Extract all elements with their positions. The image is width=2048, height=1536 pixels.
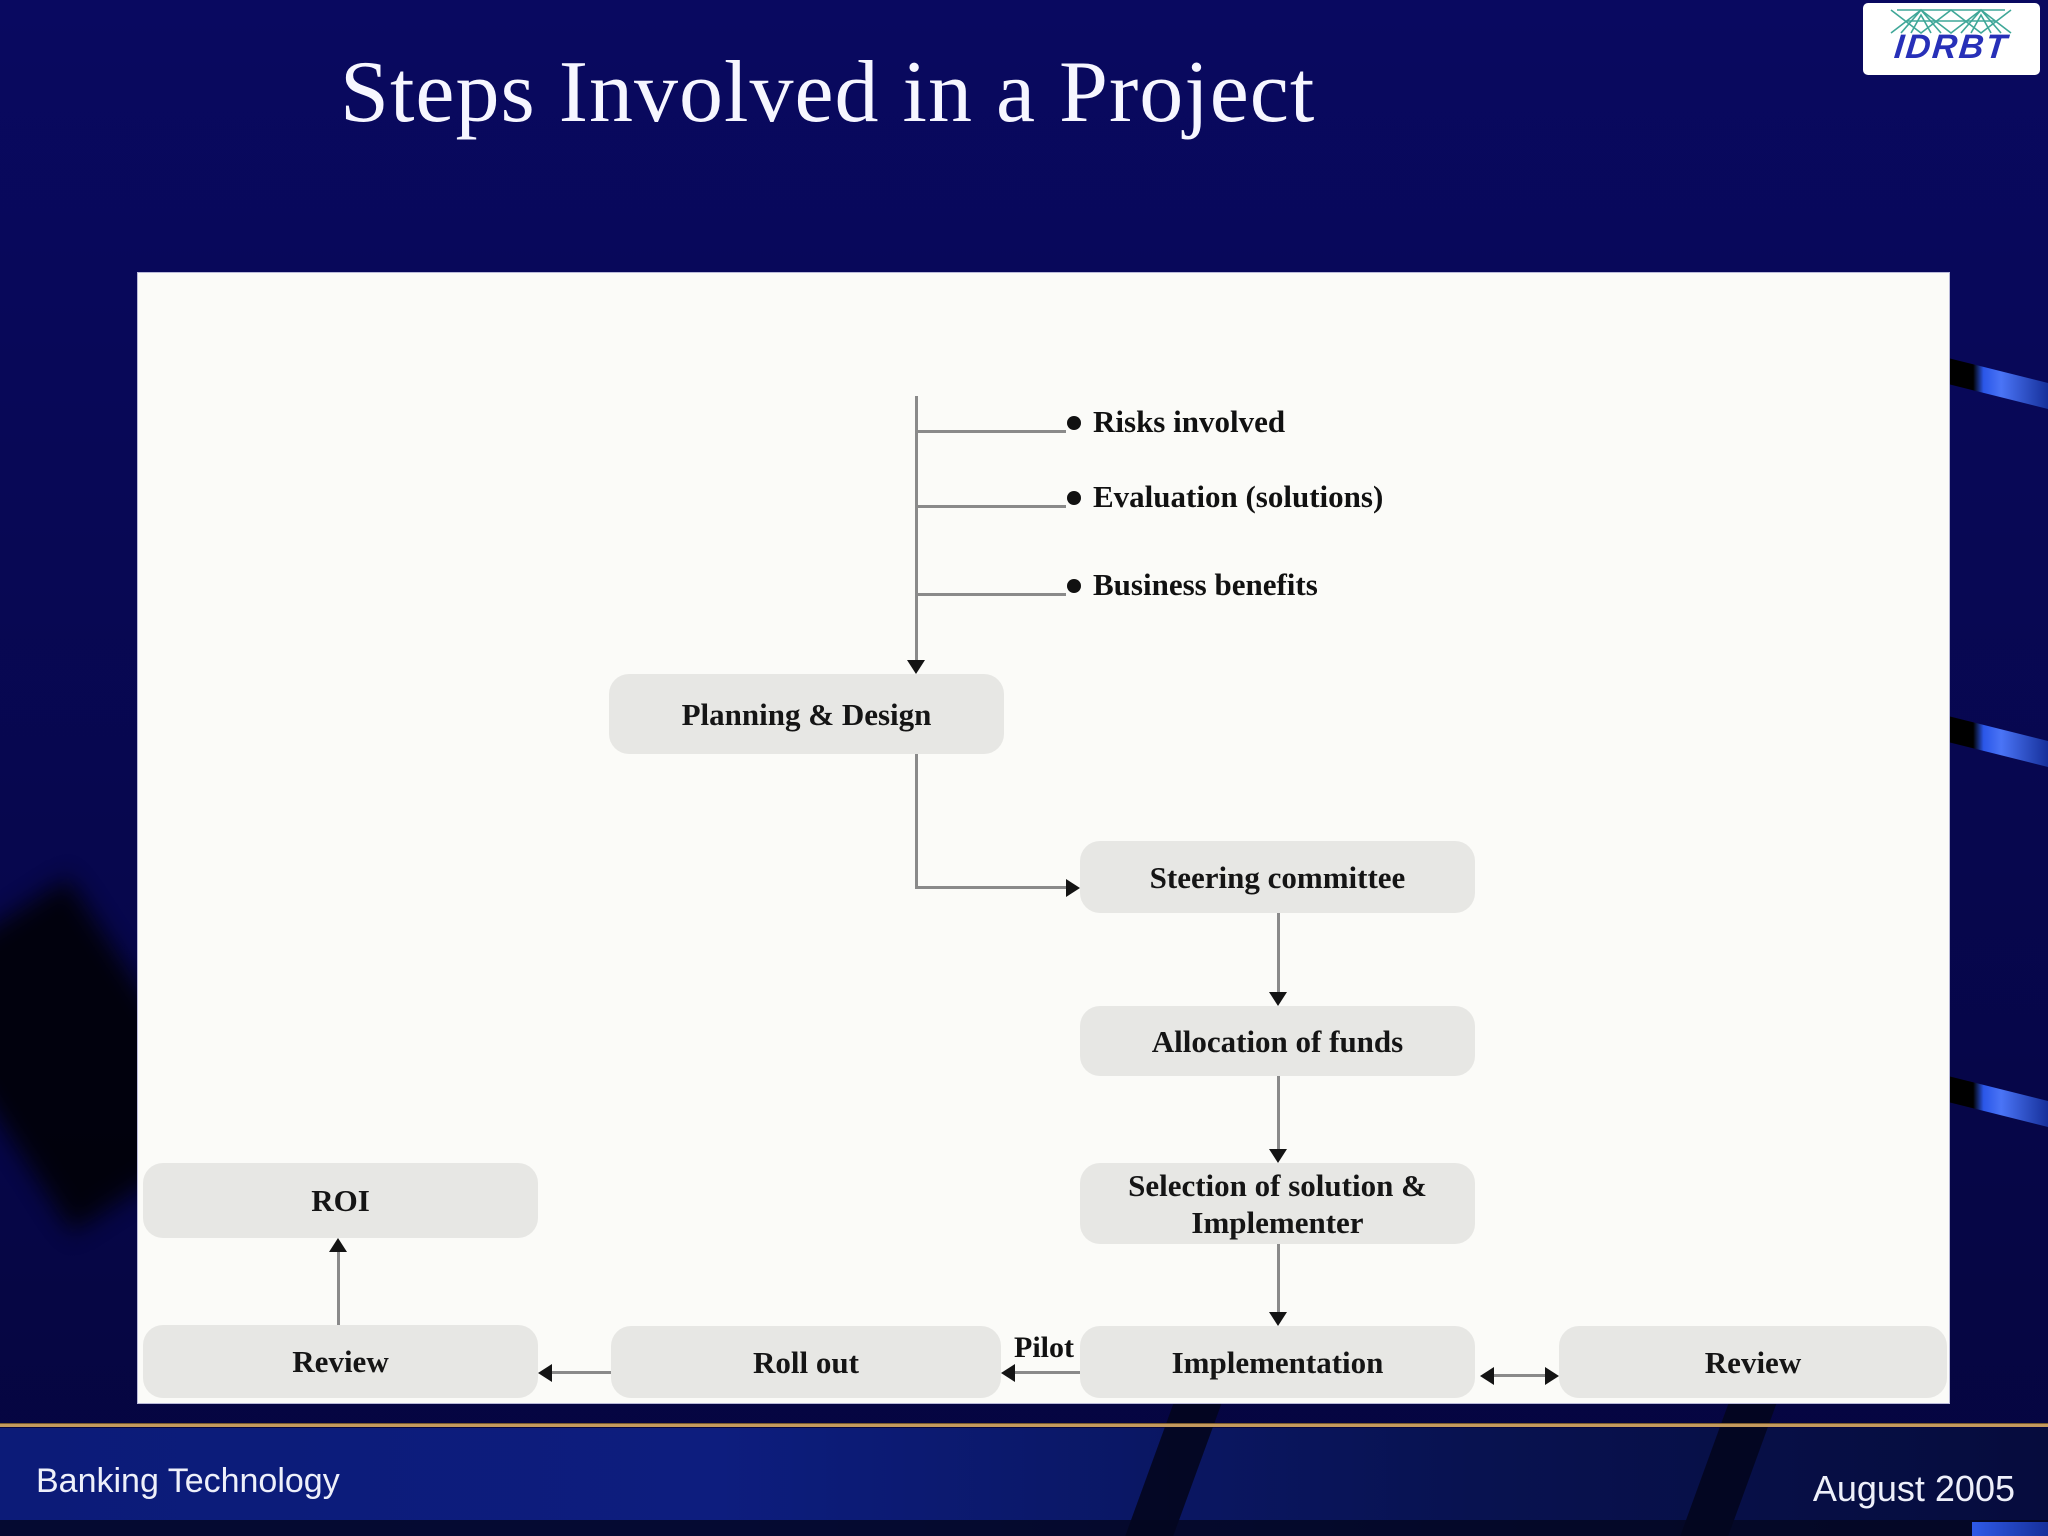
node-review-left-label: Review [292, 1344, 389, 1379]
logo-text: IDRBT [1892, 28, 2011, 66]
connector-rollout-review [552, 1371, 611, 1374]
right-edge-blue-streak [1944, 1075, 2048, 1127]
bullet-icon [1067, 416, 1081, 430]
node-roi-label: ROI [311, 1183, 370, 1218]
footer-right-text: August 2005 [1812, 1468, 2015, 1509]
right-edge-blue-streak [1944, 715, 2048, 767]
node-selection-of-solution: Selection of solution & Implementer [1080, 1163, 1475, 1244]
connector-review-roi [337, 1252, 340, 1325]
connector-pilot [1015, 1371, 1080, 1374]
bullet-icon [1067, 491, 1081, 505]
node-allocation-of-funds-label: Allocation of funds [1151, 1023, 1404, 1059]
node-selection-line2: Implementer [1191, 1204, 1364, 1240]
node-review-right: Review [1559, 1326, 1947, 1398]
footer-bottom-strip [0, 1520, 2048, 1536]
edge-label-pilot: Pilot [1014, 1331, 1074, 1364]
arrowhead-into-allocation [1269, 992, 1287, 1006]
arrowhead-into-implementation-right [1480, 1367, 1494, 1385]
arrowhead-into-review-right [1545, 1367, 1559, 1385]
connector-risks [915, 430, 1066, 433]
arrowhead-into-steering [1066, 879, 1080, 897]
arrowhead-into-selection [1269, 1149, 1287, 1163]
bullet-risks: Risks involved [1093, 404, 1286, 439]
node-steering-committee-label: Steering committee [1149, 859, 1406, 895]
node-allocation-of-funds: Allocation of funds [1080, 1006, 1475, 1076]
node-roll-out: Roll out [611, 1326, 1001, 1398]
arrowhead-into-review-left [538, 1364, 552, 1382]
slide-title: Steps Involved in a Project [340, 44, 1316, 141]
node-steering-committee: Steering committee [1080, 841, 1475, 913]
connector-to-steering [915, 886, 1066, 889]
footer-left-text: Banking Technology [36, 1462, 340, 1500]
node-roll-out-label: Roll out [753, 1344, 859, 1380]
connector-steering-allocation [1277, 913, 1280, 993]
connector-business [915, 593, 1066, 596]
arrowhead-into-implementation [1269, 1312, 1287, 1326]
logo-mesh-icon [1890, 8, 2012, 35]
node-planning-design: Planning & Design [609, 674, 1004, 754]
diagram-panel: Risks involved Evaluation (solutions) Bu… [137, 272, 1950, 1404]
node-review-left: Review [143, 1325, 538, 1398]
footer-corner-blue-chip [1972, 1522, 2048, 1536]
right-edge-blue-streak [1944, 357, 2048, 409]
node-planning-design-label: Planning & Design [681, 696, 932, 732]
arrowhead-into-planning [907, 660, 925, 674]
node-review-right-label: Review [1704, 1344, 1802, 1380]
connector-allocation-selection [1277, 1076, 1280, 1150]
bullet-evaluation: Evaluation (solutions) [1093, 479, 1384, 514]
connector-trunk-bottom [915, 754, 918, 889]
idrbt-logo: IDRBT [1863, 3, 2040, 75]
arrowhead-into-roi [329, 1238, 347, 1252]
node-implementation-label: Implementation [1171, 1344, 1384, 1380]
arrowhead-into-rollout [1001, 1364, 1015, 1382]
node-selection-line1: Selection of solution & [1128, 1167, 1427, 1203]
connector-selection-implementation [1277, 1244, 1280, 1313]
node-roi: ROI [143, 1163, 538, 1238]
connector-evaluation [915, 505, 1066, 508]
connector-implementation-review [1494, 1374, 1545, 1377]
connector-trunk-top [915, 396, 918, 662]
gold-divider-line [0, 1424, 2048, 1427]
node-implementation: Implementation [1080, 1326, 1475, 1398]
bullet-icon [1067, 579, 1081, 593]
bullet-business: Business benefits [1093, 567, 1318, 602]
